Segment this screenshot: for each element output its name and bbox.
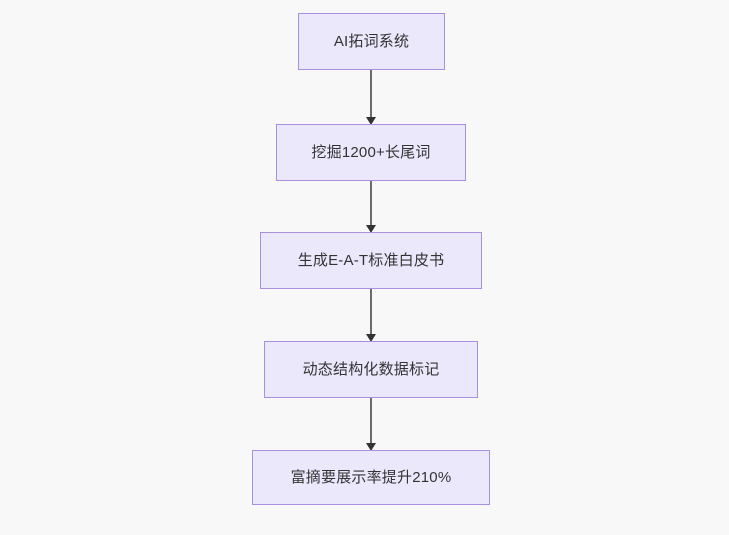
flow-edge-n3-n4 (366, 398, 376, 451)
edge-line (370, 398, 372, 444)
edge-line (370, 70, 372, 118)
flow-edge-n2-n3 (366, 289, 376, 342)
arrow-down-icon (366, 117, 376, 125)
edge-line (370, 289, 372, 335)
flow-node-label: 挖掘1200+长尾词 (311, 143, 431, 161)
flow-edge-n0-n1 (366, 70, 376, 125)
flow-node-label: 生成E-A-T标准白皮书 (297, 251, 445, 269)
flow-node-dynamic-structured-data-markup[interactable]: 动态结构化数据标记 (264, 341, 478, 398)
flow-node-mine-longtail-keywords[interactable]: 挖掘1200+长尾词 (276, 124, 466, 181)
arrow-down-icon (366, 443, 376, 451)
flow-node-ai-keyword-system[interactable]: AI拓词系统 (298, 13, 445, 70)
flow-node-rich-snippet-rate-increase[interactable]: 富摘要展示率提升210% (252, 450, 490, 505)
arrow-down-icon (366, 334, 376, 342)
flow-node-label: 动态结构化数据标记 (302, 360, 440, 378)
edge-line (370, 181, 372, 226)
flow-edge-n1-n2 (366, 181, 376, 233)
flow-node-generate-eat-whitepaper[interactable]: 生成E-A-T标准白皮书 (260, 232, 482, 289)
flow-node-label: 富摘要展示率提升210% (290, 468, 452, 486)
flow-node-label: AI拓词系统 (333, 32, 410, 50)
arrow-down-icon (366, 225, 376, 233)
